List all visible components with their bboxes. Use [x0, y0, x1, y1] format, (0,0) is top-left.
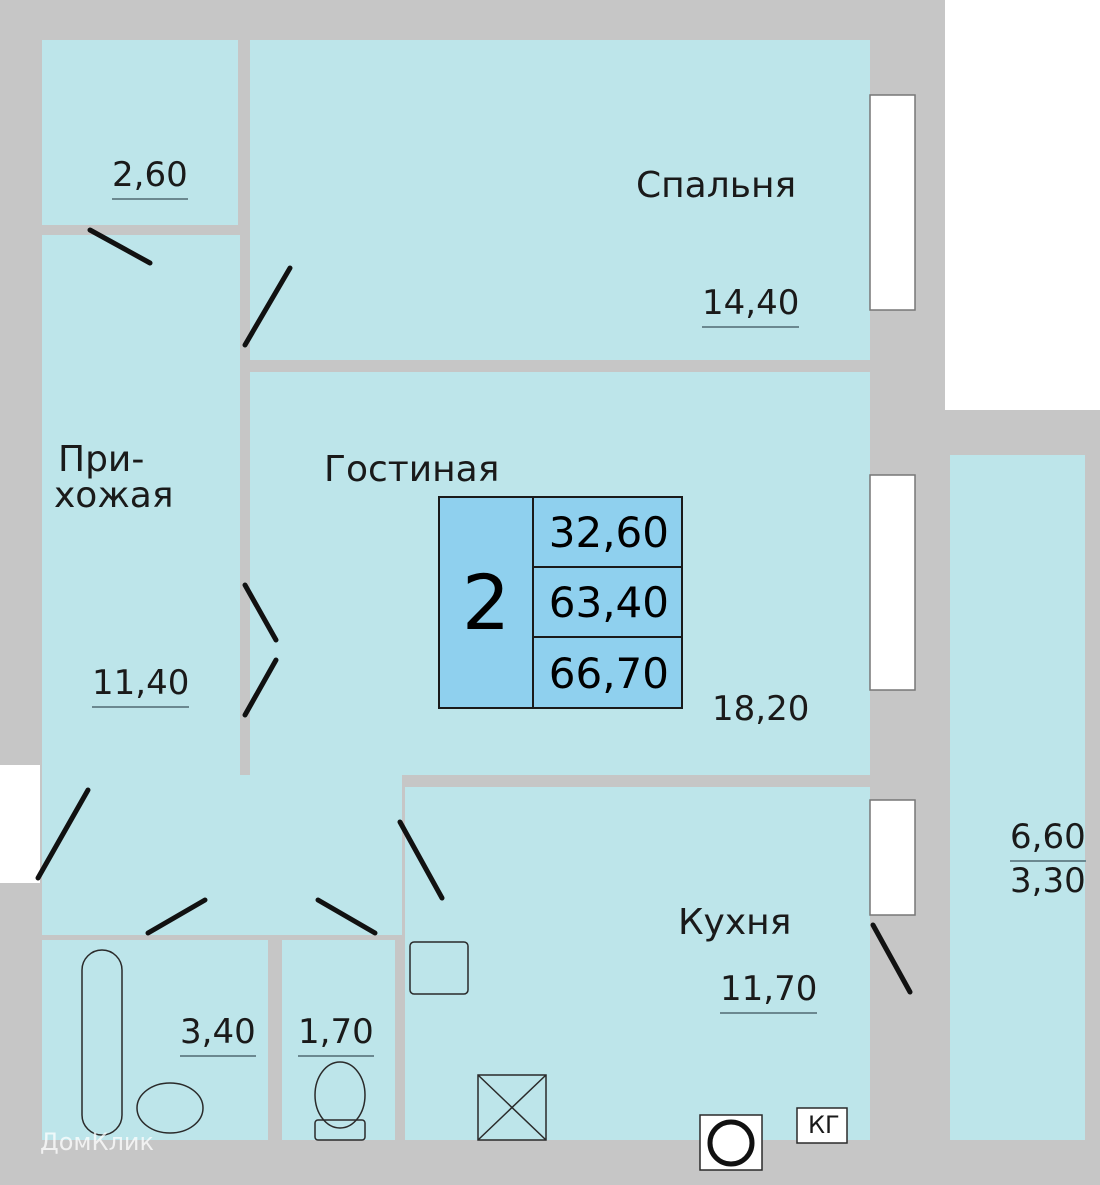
- hallway-lower: [42, 775, 402, 935]
- stove-icon: [477, 1074, 547, 1141]
- sink-icon: [136, 1082, 204, 1134]
- shaft-label: КГ: [808, 1111, 840, 1139]
- kitchen-area: 11,70: [720, 972, 818, 1014]
- balcony-area-reduced: 3,30: [1010, 861, 1086, 901]
- living-area-total: 32,60: [532, 498, 681, 568]
- toilet-icon: [314, 1061, 366, 1129]
- doors: [35, 227, 913, 995]
- window-kitchen: [869, 799, 916, 916]
- rooms-count: 2: [440, 498, 534, 707]
- kitchen-room: [470, 930, 870, 1140]
- closet-area: 2,60: [112, 158, 188, 200]
- bedroom-room: [250, 40, 870, 360]
- summary-box: 2 32,60 63,40 66,70: [438, 496, 683, 709]
- bathtub-icon: [81, 949, 123, 1136]
- bathroom-area: 3,40: [180, 1015, 256, 1057]
- window-bedroom: [869, 94, 916, 311]
- hallway-area: 11,40: [92, 666, 190, 708]
- kitchen-sink-icon: [409, 941, 469, 995]
- window-living: [869, 474, 916, 691]
- living-area: 18,20: [712, 689, 810, 729]
- wc-room: [282, 940, 395, 1140]
- hallway-name-1: При-: [58, 439, 145, 480]
- hallway-name-2: хожая: [54, 475, 174, 516]
- total-area-with-balcony: 66,70: [548, 648, 669, 698]
- gas-boiler: [796, 1107, 848, 1144]
- windows: [869, 94, 916, 916]
- entrance-opening: [0, 765, 40, 883]
- bathroom-room: [42, 940, 268, 1140]
- bedroom-area: 14,40: [702, 286, 800, 328]
- bedroom-name: Спальня: [636, 165, 797, 206]
- total-area: 63,40: [532, 568, 681, 638]
- balcony-room: [950, 455, 1085, 1140]
- closet-room: [42, 40, 238, 225]
- kitchen-name: Кухня: [678, 902, 792, 943]
- fixtures: [81, 941, 848, 1171]
- watermark: ДомКлик: [40, 1128, 155, 1156]
- living-name: Гостиная: [324, 449, 500, 490]
- wc-area: 1,70: [298, 1015, 374, 1057]
- balcony-area: 6,60: [1010, 820, 1086, 862]
